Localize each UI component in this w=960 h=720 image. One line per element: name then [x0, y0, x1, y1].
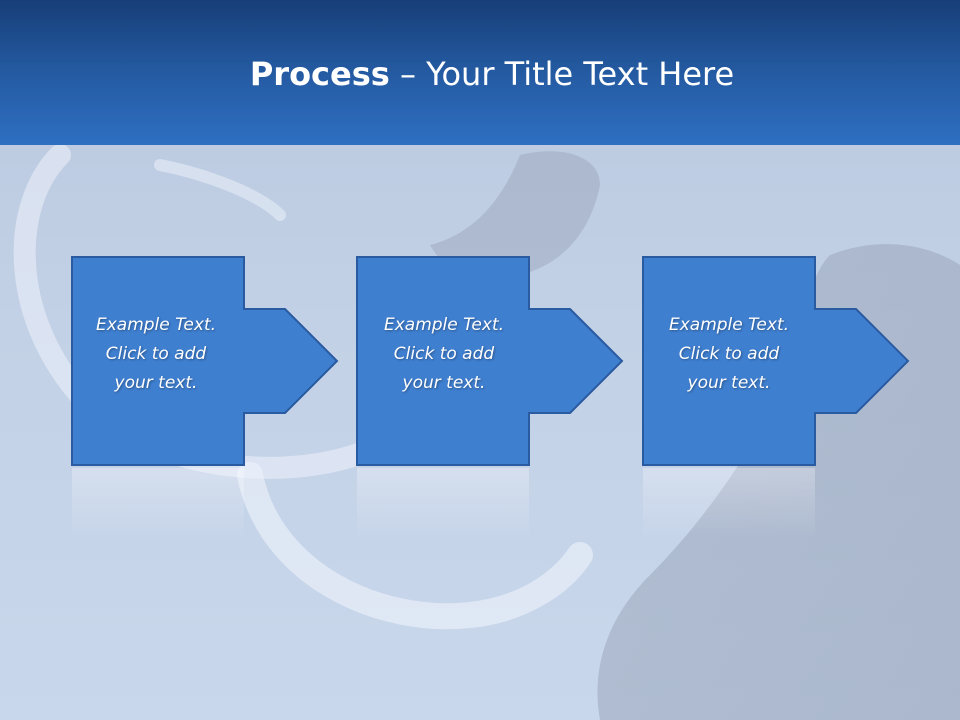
step-text-line: your text.	[114, 373, 198, 393]
step-text-line: Click to add	[105, 344, 207, 364]
step-text-line: Example Text.	[383, 315, 505, 335]
process-step-2[interactable]	[356, 256, 624, 466]
slide-title[interactable]: Process – Your Title Text Here	[0, 52, 960, 96]
step-text-line: Example Text.	[95, 315, 217, 335]
step-text-line: your text.	[402, 373, 486, 393]
process-step-3[interactable]	[642, 256, 910, 466]
process-step-1[interactable]	[71, 256, 339, 466]
process-step-3-text[interactable]: Example Text. Click to add your text.	[643, 311, 815, 398]
process-step-2-text[interactable]: Example Text. Click to add your text.	[358, 311, 530, 398]
step-text-line: Click to add	[678, 344, 780, 364]
title-banner	[0, 0, 960, 145]
title-bold: Process	[249, 55, 390, 93]
title-rest: – Your Title Text Here	[389, 55, 735, 93]
step-text-line: your text.	[687, 373, 771, 393]
process-step-1-text[interactable]: Example Text. Click to add your text.	[70, 311, 242, 398]
step-text-line: Click to add	[393, 344, 495, 364]
step-text-line: Example Text.	[668, 315, 790, 335]
